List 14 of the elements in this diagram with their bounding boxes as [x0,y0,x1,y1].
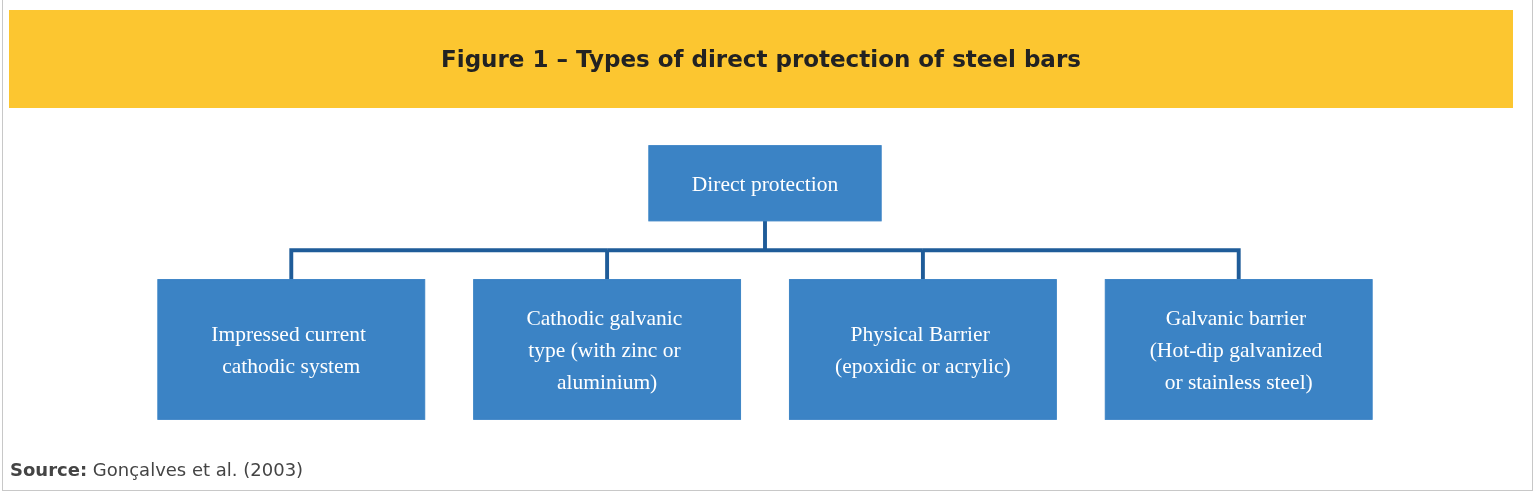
connector-line [922,248,1241,280]
process-box: Cathodic galvanic type (with zinc or aluminium) [473,279,742,420]
process-box: Physical Barrier (epoxidic or acrylic) [788,279,1057,420]
process-box: Galvanic barrier (Hot-dip galvanized or stainless steel) [1104,279,1373,420]
connector-line [763,220,767,251]
connector-line [765,248,923,253]
connector-line [607,248,765,253]
connector-line [289,248,608,280]
source-caption: Source: Gonçalves et al. (2003) [10,459,304,480]
process-box: Impressed current cathodic system [157,279,426,420]
title-banner: Figure 1 – Types of direct protection of steel bars [9,10,1513,108]
connector-line [605,250,610,280]
process-box: Direct protection [648,145,882,222]
connector-line [920,250,925,280]
